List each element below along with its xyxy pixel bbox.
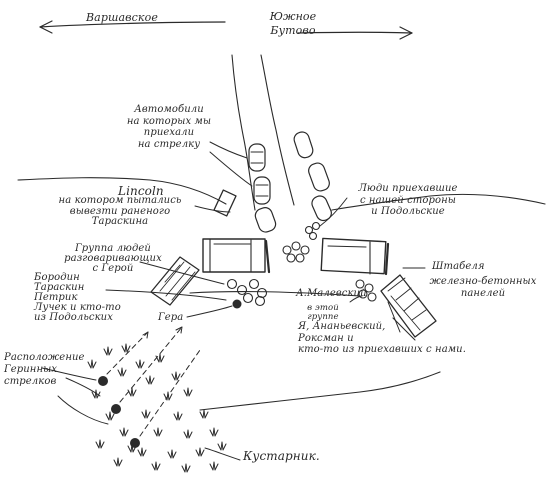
- group-center-people: [282, 221, 321, 263]
- truck-right: [320, 237, 390, 276]
- bush-tuft: [199, 409, 209, 419]
- varshavka-direction-arrow: [39, 20, 226, 34]
- label-gruppa-lyudey: Группа людей разговаривающих с Герой: [64, 243, 162, 274]
- bush-tuft: [181, 463, 191, 473]
- bush-tuft: [91, 389, 101, 399]
- group-left-people: [226, 278, 268, 307]
- bush-tuft: [183, 387, 193, 397]
- bush-tuft: [153, 427, 163, 437]
- bush-tuft: [195, 447, 205, 457]
- label-shtabelya: Штабеля: [432, 261, 485, 272]
- car-right-1: [293, 131, 314, 159]
- car-left-3: [254, 207, 277, 233]
- label-lyudi-priekhavshie: Люди приехавшие с нашей стороны и Подоль…: [358, 183, 458, 217]
- pointer-lines: [41, 141, 426, 461]
- car-left-2: [253, 176, 271, 205]
- bush-tuft: [127, 443, 137, 453]
- bush-tuft: [105, 411, 115, 421]
- label-v-etoy-gruppe: в этой группе: [307, 303, 339, 322]
- bush-tuft: [87, 359, 97, 369]
- road: [17, 54, 546, 411]
- car-right-2: [308, 162, 330, 192]
- bush-tuft: [103, 346, 113, 356]
- label-kustarnik: Кустарник.: [243, 449, 320, 463]
- bush-tuft: [137, 447, 147, 457]
- label-raspolozhenie: Расположение Геринных стрелков: [4, 352, 85, 387]
- label-lincoln-desc: на котором пытались вывезти раненого Тар…: [58, 195, 182, 227]
- group-malevskiy-people: [355, 279, 377, 302]
- bush-tuft: [217, 441, 227, 451]
- bush-tuft: [141, 409, 151, 419]
- label-varshavka: Варшавское: [86, 11, 158, 24]
- car-left-1: [248, 143, 266, 172]
- label-yuzhnoe-butovo: Южное Бутово: [269, 10, 317, 37]
- bush-tuft: [209, 427, 219, 437]
- butovo-direction-arrow: [297, 26, 413, 40]
- bush-tuft: [117, 367, 127, 377]
- gera-marker: [232, 299, 242, 309]
- label-lincoln: Lincoln: [118, 184, 164, 198]
- label-gera: Гера: [158, 312, 184, 323]
- bush-tuft: [173, 411, 183, 421]
- bush-tuft: [113, 457, 123, 467]
- label-avtomobili: Автомобили на которых мы приехали на стр…: [126, 104, 212, 150]
- panel-stack-left: [150, 256, 200, 306]
- lincoln-car: [213, 189, 237, 217]
- bush-tuft: [183, 429, 193, 439]
- label-ya-ananievskiy: Я, Ананьевский, Роксман и кто-то из прие…: [298, 321, 466, 355]
- bush-tuft: [163, 391, 173, 401]
- bush-tuft: [95, 439, 105, 449]
- bush-tuft: [127, 387, 137, 397]
- car-right-3: [311, 195, 332, 222]
- bush-tuft: [209, 461, 219, 471]
- bushes: [87, 343, 227, 473]
- label-malevskiy: А.Малевский: [296, 288, 367, 299]
- label-zhelezobeton: железно-бетонных панелей: [429, 276, 537, 299]
- bush-tuft: [151, 461, 161, 471]
- label-borodin-group: Бородин Тараскин Петрик Лучек и кто-то и…: [34, 272, 121, 323]
- panel-stack-right: [380, 274, 437, 341]
- bush-tuft: [121, 343, 131, 353]
- bush-tuft: [167, 449, 177, 459]
- truck-left: [202, 238, 271, 274]
- bush-tuft: [135, 359, 145, 369]
- bush-tuft: [119, 427, 129, 437]
- bush-tuft: [171, 371, 181, 381]
- bush-tuft: [145, 375, 155, 385]
- shooter-markers: [98, 376, 140, 448]
- bush-tuft: [155, 353, 165, 363]
- fire-lines: [106, 326, 201, 437]
